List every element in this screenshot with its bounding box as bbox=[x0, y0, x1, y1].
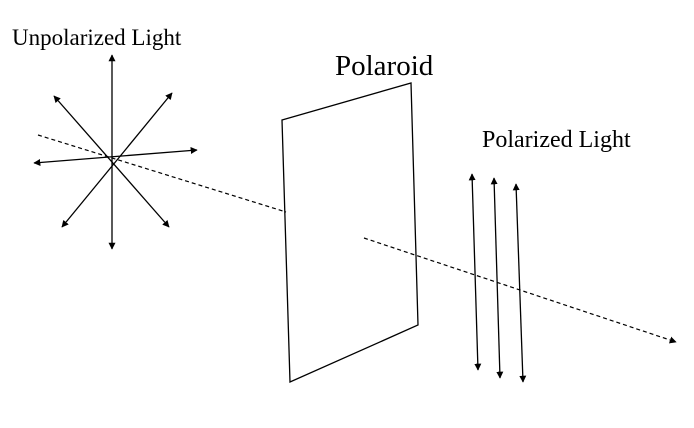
polarized-arrow-1 bbox=[468, 173, 482, 371]
beam-segment-incoming bbox=[37, 134, 287, 213]
polarized-light-arrows bbox=[468, 173, 527, 383]
polaroid-label: Polaroid bbox=[335, 50, 434, 82]
unpolarized-light-label: Unpolarized Light bbox=[12, 25, 182, 50]
polaroid-sheet bbox=[281, 82, 419, 383]
unpolarized-light-arrows bbox=[33, 54, 198, 250]
polarized-arrow-3 bbox=[512, 183, 527, 383]
polarized-light-label: Polarized Light bbox=[482, 127, 631, 153]
polarized-arrow-2 bbox=[490, 177, 504, 379]
beam-axis bbox=[37, 134, 677, 344]
unpolarized-arrow-diagonal-b bbox=[61, 92, 173, 228]
